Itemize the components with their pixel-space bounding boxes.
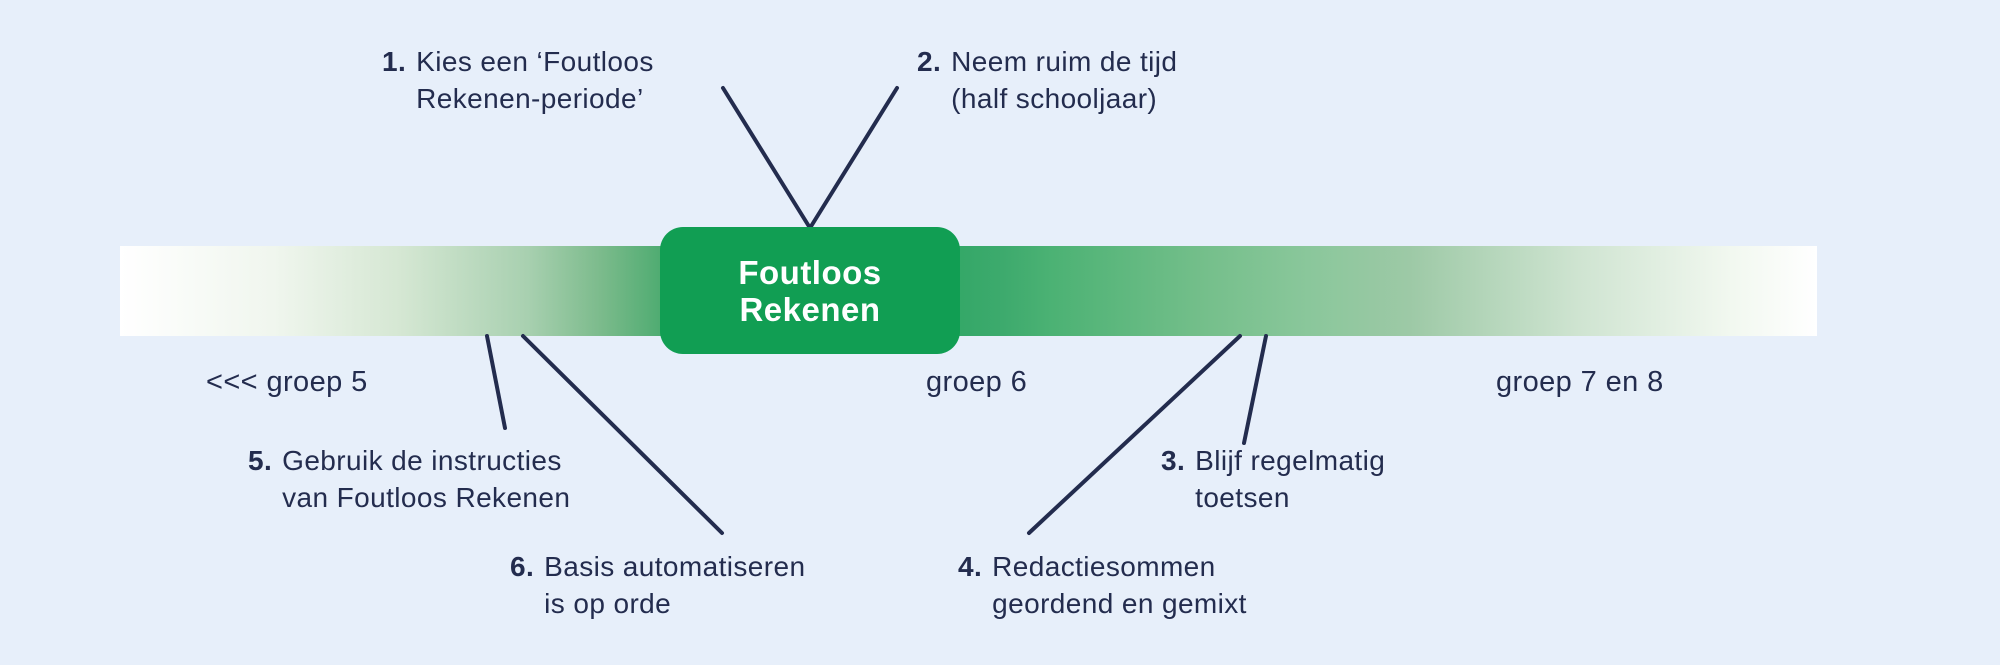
- connector-tip1: [721, 86, 812, 230]
- tip-2-number: 2.: [917, 46, 942, 77]
- timeline-label-groep5: <<< groep 5: [206, 366, 368, 398]
- timeline-label-groep7en8: groep 7 en 8: [1496, 366, 1664, 398]
- tip-2: 2. Neem ruim de tijd (half schooljaar): [917, 43, 1177, 117]
- tip-6-number: 6.: [510, 551, 535, 582]
- tip-4: 4. Redactiesommen geordend en gemixt: [958, 548, 1247, 622]
- connector-tip5: [485, 334, 507, 430]
- connector-tip2: [808, 86, 899, 230]
- tip-3-number: 3.: [1161, 445, 1186, 476]
- tip-6: 6. Basis automatiseren is op orde: [510, 548, 805, 622]
- tip-3-line2: toetsen: [1195, 482, 1290, 513]
- tip-3-line1: Blijf regelmatig: [1195, 445, 1386, 476]
- tip-5-line2: van Foutloos Rekenen: [282, 482, 571, 513]
- tip-1-line2: Rekenen-periode’: [416, 83, 644, 114]
- node-title-line2: Rekenen: [739, 290, 881, 328]
- tip-1-number: 1.: [382, 46, 407, 77]
- tip-1: 1. Kies een ‘Foutloos Rekenen-periode’: [382, 43, 654, 117]
- timeline-label-groep6: groep 6: [926, 366, 1028, 398]
- tip-5: 5. Gebruik de instructies van Foutloos R…: [248, 442, 570, 516]
- node-title-line1: Foutloos: [738, 253, 882, 291]
- tip-4-number: 4.: [958, 551, 983, 582]
- tip-4-line2: geordend en gemixt: [992, 588, 1247, 619]
- foutloos-rekenen-node: Foutloos Rekenen: [660, 227, 960, 354]
- tip-2-line1: Neem ruim de tijd: [951, 46, 1178, 77]
- tip-4-line1: Redactiesommen: [992, 551, 1216, 582]
- timeline-band: [120, 246, 1817, 336]
- tip-2-line2: (half schooljaar): [951, 83, 1158, 114]
- tip-3: 3. Blijf regelmatig toetsen: [1161, 442, 1385, 516]
- tip-5-number: 5.: [248, 445, 273, 476]
- tip-6-line2: is op orde: [544, 588, 672, 619]
- tip-6-line1: Basis automatiseren: [544, 551, 806, 582]
- tip-5-line1: Gebruik de instructies: [282, 445, 562, 476]
- connector-tip3: [1242, 334, 1268, 445]
- tip-1-line1: Kies een ‘Foutloos: [416, 46, 654, 77]
